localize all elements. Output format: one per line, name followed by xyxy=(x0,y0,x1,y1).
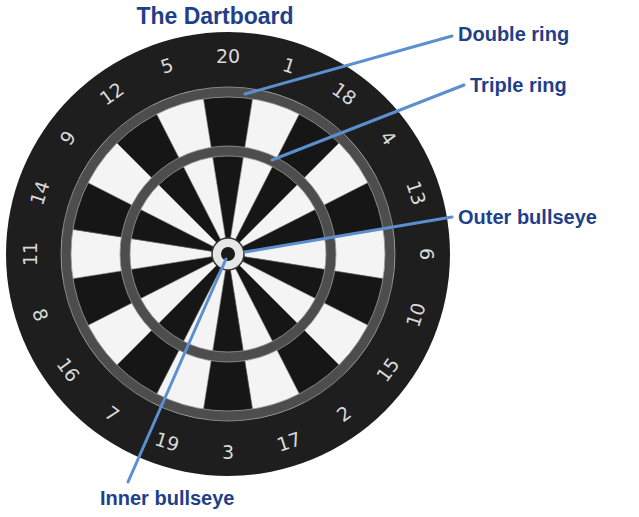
callout-label: Double ring xyxy=(458,22,569,46)
leader-line xyxy=(272,85,464,160)
double-ring xyxy=(66,92,390,416)
ring-wire xyxy=(61,87,395,421)
callout-label: Inner bullseye xyxy=(100,486,235,510)
wire xyxy=(231,270,255,419)
leader-line xyxy=(245,217,452,252)
leader-line xyxy=(128,259,226,482)
board-surround xyxy=(6,32,450,476)
outer-bullseye xyxy=(212,238,244,270)
wire xyxy=(63,228,212,252)
inner-bullseye xyxy=(221,247,235,261)
score-number: 6 xyxy=(417,248,436,260)
wire xyxy=(202,270,226,419)
callout-label: Triple ring xyxy=(470,73,567,97)
score-number: 3 xyxy=(222,443,234,462)
title: The Dartboard xyxy=(136,3,293,31)
board xyxy=(6,32,450,476)
ring-wire xyxy=(120,146,336,362)
wire xyxy=(63,257,212,281)
wire xyxy=(244,257,393,281)
score-number: 11 xyxy=(21,242,40,266)
ring-wire xyxy=(71,97,385,411)
triple-ring xyxy=(125,151,331,357)
wire xyxy=(231,89,255,238)
score-number: 20 xyxy=(216,47,240,66)
ring-wire xyxy=(130,156,326,352)
wire xyxy=(202,89,226,238)
callout-label: Outer bullseye xyxy=(458,205,597,229)
